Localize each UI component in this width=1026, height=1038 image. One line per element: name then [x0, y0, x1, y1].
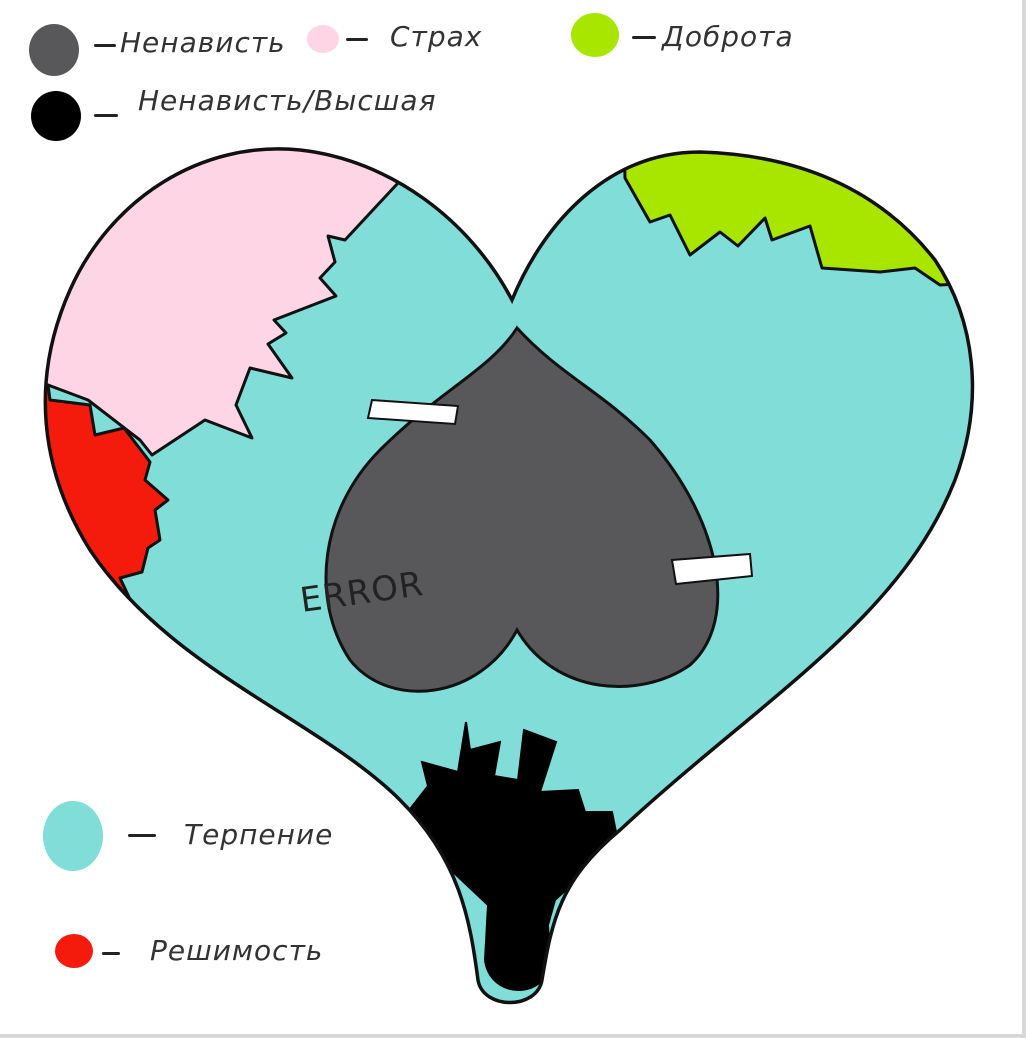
tape-strip — [366, 398, 460, 426]
legend-hate-higher: Ненависть/Высшая — [30, 84, 435, 148]
hate-swatch-icon — [29, 24, 79, 76]
tape-strip — [670, 552, 754, 586]
fear-swatch-icon — [307, 25, 339, 53]
legend-label-kindness: Доброта — [662, 20, 794, 53]
legend-label-determination: Решимость — [150, 934, 324, 967]
legend-kindness: Доброта — [570, 12, 793, 62]
legend-label-fear: Страх — [390, 20, 483, 53]
legend-hate: Ненависть — [28, 22, 285, 82]
legend-patience: Терпение — [42, 800, 332, 878]
hate-higher-region — [398, 721, 620, 991]
legend-label-hate: Ненависть — [120, 26, 286, 59]
patience-swatch-icon — [43, 801, 103, 871]
legend-fear: Страх — [306, 20, 481, 60]
determination-region — [45, 378, 170, 642]
legend-label-hate-higher: Ненависть/Высшая — [138, 84, 437, 117]
determination-swatch-icon — [55, 934, 93, 968]
legend-determination: Решимость — [54, 932, 322, 974]
kindness-swatch-icon — [571, 13, 619, 57]
fear-region — [45, 148, 400, 457]
hate-higher-swatch-icon — [31, 91, 81, 141]
legend-label-patience: Терпение — [184, 818, 334, 851]
